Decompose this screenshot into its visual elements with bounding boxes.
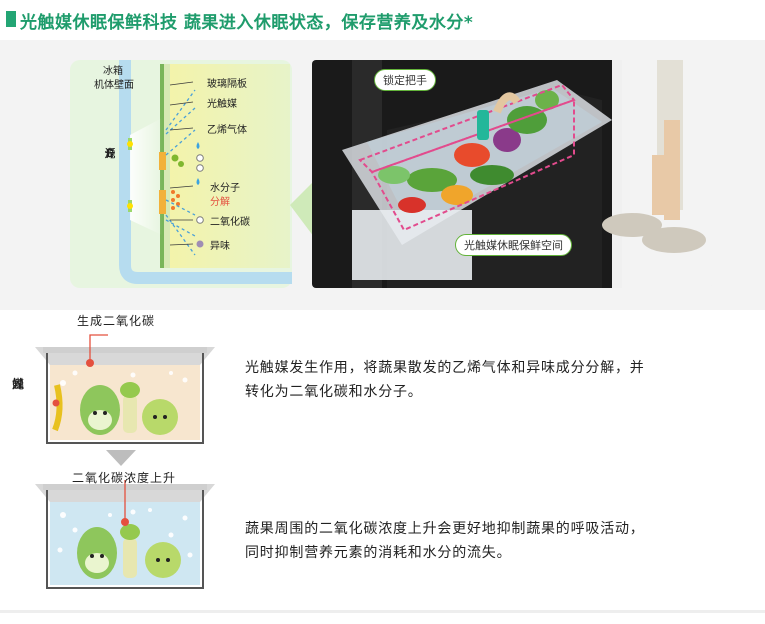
preservation-space-label: 光触媒休眠保鲜空间 xyxy=(455,234,572,256)
glass-label: 玻璃隔板 xyxy=(207,79,247,90)
page-header: 光触媒休眠保鲜科技 蔬果进入休眠状态，保存营养及水分* xyxy=(0,0,765,40)
down-arrow-icon xyxy=(106,450,136,466)
step2-illustration xyxy=(35,480,215,589)
side-char: 触 xyxy=(12,377,25,391)
step2-caption: 二氧化碳浓度上升 xyxy=(72,471,177,485)
bottom-divider xyxy=(0,610,765,613)
step1-illustration xyxy=(35,334,215,444)
fridge-wall-label-2: 机体壁面 xyxy=(94,80,134,91)
photocatalyst-diagram: 冰箱 机体壁面 L E D 光 源 玻璃隔板 光触媒 乙烯气体 水分子 分解 二… xyxy=(70,60,292,288)
led-char: E xyxy=(106,147,114,160)
step1-caption: 生成二氧化碳 xyxy=(77,314,156,328)
step2-description-line1: 蔬果周围的二氧化碳浓度上升会更好地抑制蔬果的呼吸活动， xyxy=(245,521,645,537)
led-char: 源 xyxy=(104,147,116,160)
odor-label: 异味 xyxy=(210,241,230,252)
side-char: 光 xyxy=(12,377,25,391)
led-char: 光 xyxy=(104,147,116,160)
diagram-illustration xyxy=(70,60,292,288)
co2-label: 二氧化碳 xyxy=(210,217,250,228)
step1-description-line1: 光触媒发生作用，将蔬果散发的乙烯气体和异味成分分解，并 xyxy=(245,360,645,376)
fridge-wall-label: 冰箱 xyxy=(103,66,123,77)
ethylene-label: 乙烯气体 xyxy=(207,125,247,136)
side-char: 媒 xyxy=(12,377,25,391)
step2-description-line2: 同时抑制营养元素的消耗和水分的流失。 xyxy=(245,545,512,561)
photocatalyst-label: 光触媒 xyxy=(207,99,237,110)
led-char: L xyxy=(106,147,114,160)
step2-box xyxy=(35,470,215,595)
step1-box xyxy=(35,325,215,450)
step1-description-line2: 转化为二氧化碳和水分子。 xyxy=(245,384,423,400)
page-title: 光触媒休眠保鲜科技 蔬果进入休眠状态，保存营养及水分* xyxy=(20,13,474,33)
water-label: 水分子 xyxy=(210,183,240,194)
title-marker xyxy=(6,11,16,27)
decompose-label: 分解 xyxy=(210,197,230,208)
led-char: D xyxy=(105,147,115,160)
lock-handle-label: 锁定把手 xyxy=(374,69,436,91)
